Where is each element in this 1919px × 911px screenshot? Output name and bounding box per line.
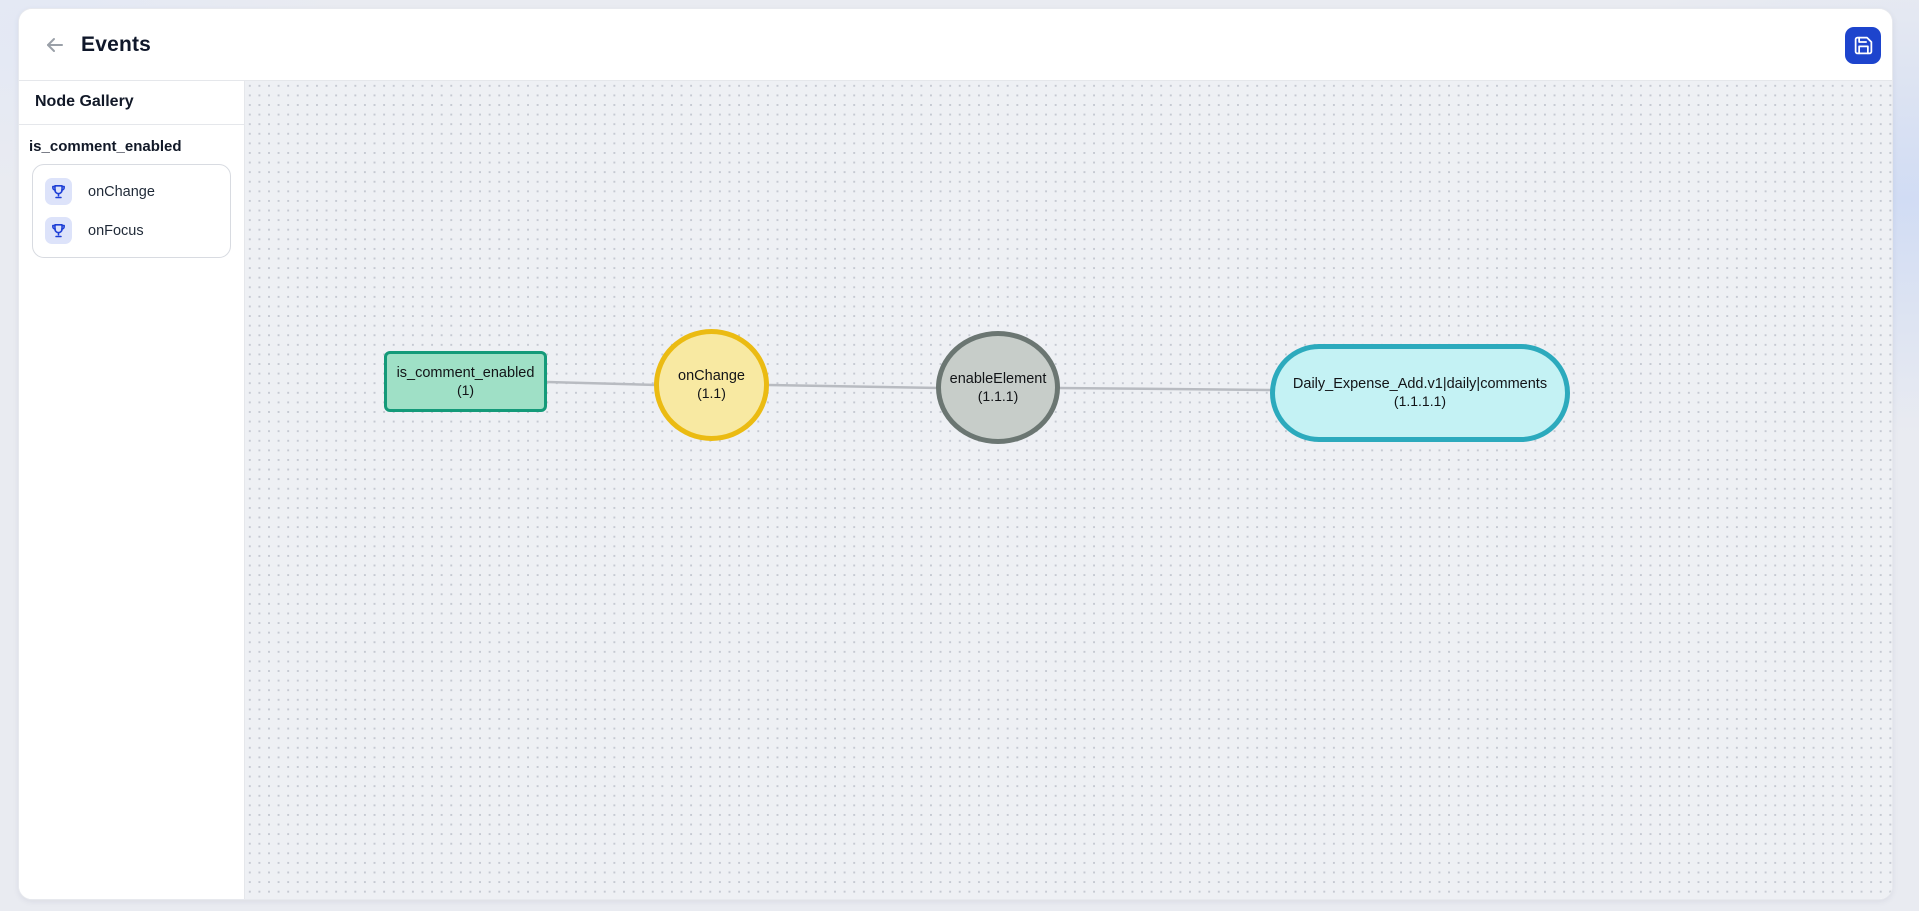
main-window: Events Node Gallery is_comment_enabled: [18, 8, 1893, 900]
gallery-group-title: is_comment_enabled: [29, 138, 182, 155]
back-button[interactable]: [41, 31, 69, 59]
edge-1-to-1.1: [546, 380, 658, 387]
floppy-disk-icon: [1853, 35, 1874, 56]
gallery-card: onChange onFocus: [32, 164, 231, 258]
node-label: is_comment_enabled: [396, 364, 535, 381]
flow-canvas[interactable]: is_comment_enabled (1) onChange (1.1) en…: [245, 81, 1892, 899]
node-is_comment_enabled[interactable]: is_comment_enabled (1): [384, 351, 547, 412]
node-enableelement[interactable]: enableElement (1.1.1): [936, 331, 1060, 444]
node-label: enableElement: [949, 370, 1047, 387]
trophy-icon: [45, 178, 72, 205]
node-id: (1.1): [697, 385, 726, 402]
sidebar-title: Node Gallery: [19, 81, 244, 125]
node-daily-expense-add[interactable]: Daily_Expense_Add.v1|daily|comments (1.1…: [1270, 344, 1570, 442]
header-bar: Events: [19, 9, 1892, 81]
arrow-left-icon: [43, 33, 67, 57]
node-id: (1.1.1.1): [1393, 393, 1447, 410]
edges-layer: [546, 380, 1273, 392]
edge-1.1.1-to-1.1.1.1: [1056, 386, 1273, 392]
gallery-item-onchange[interactable]: onChange: [33, 172, 230, 211]
gallery-item-label: onFocus: [88, 222, 144, 239]
gallery-item-label: onChange: [88, 183, 155, 200]
gallery-item-onfocus[interactable]: onFocus: [33, 211, 230, 250]
page-title: Events: [81, 32, 152, 56]
save-button[interactable]: [1845, 27, 1881, 64]
edge-1.1-to-1.1.1: [768, 383, 941, 390]
node-label: Daily_Expense_Add.v1|daily|comments: [1292, 376, 1548, 393]
node-onchange[interactable]: onChange (1.1): [654, 329, 769, 441]
node-gallery-sidebar: Node Gallery is_comment_enabled onChange: [19, 81, 245, 899]
node-label: onChange: [678, 368, 745, 385]
node-id: (1.1.1): [977, 387, 1019, 404]
node-id: (1): [456, 381, 475, 398]
trophy-icon: [45, 217, 72, 244]
